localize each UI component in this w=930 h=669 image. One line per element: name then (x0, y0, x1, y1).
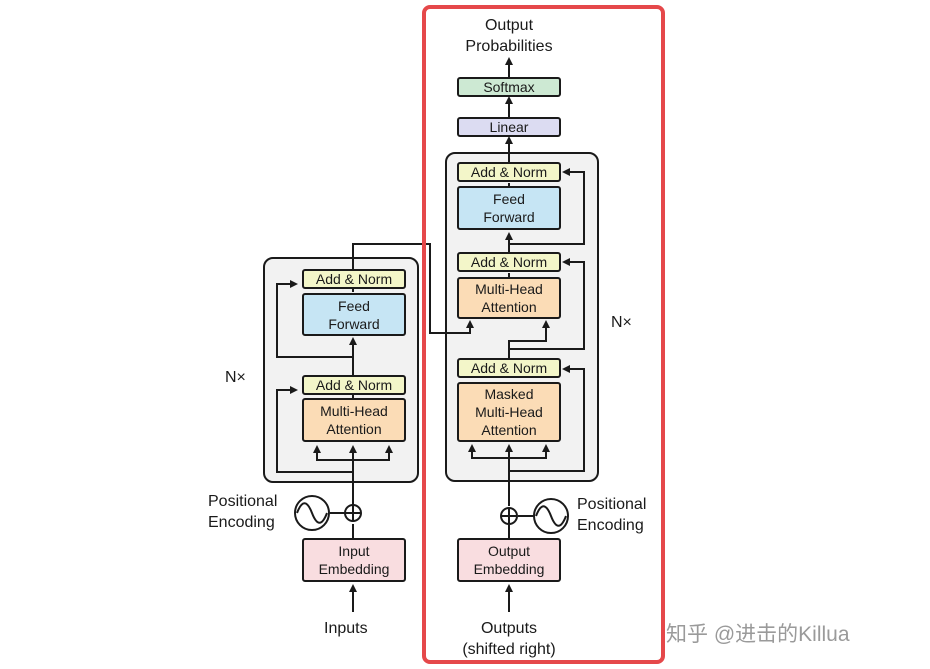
encoder-add-norm-bottom-label: Add & Norm (315, 377, 393, 393)
encoder-residual-1 (276, 386, 353, 473)
decoder-masked-attention: Masked Multi-Head Attention (457, 382, 561, 442)
encoder-positional-encoding-label: Positional Encoding (208, 491, 277, 533)
encoder-ff-line1: Feed (338, 297, 370, 314)
decoder-add-norm-bottom-label: Add & Norm (470, 360, 548, 376)
encoder-sum-node (344, 504, 362, 522)
inputs-label: Inputs (324, 618, 368, 639)
encoder-pe-line1: Positional (208, 493, 278, 510)
decoder-masked-attention-line1: Masked (484, 386, 534, 402)
input-embedding-line1: Input (338, 543, 370, 559)
output-probabilities-label: Output Probabilities (456, 15, 562, 57)
watermark: 知乎 @进击的Killua (666, 623, 850, 646)
linear-label: Linear (489, 119, 529, 135)
decoder-add-norm-bottom: Add & Norm (457, 358, 561, 378)
decoder-add-norm-top: Add & Norm (457, 162, 561, 182)
inputs-text: Inputs (324, 620, 368, 637)
decoder-feed-forward: Feed Forward (457, 186, 561, 230)
encoder-ff-line2: Forward (328, 315, 380, 332)
output-embedding-line1: Output (487, 543, 531, 559)
outputs-label: Outputs (shifted right) (456, 618, 562, 660)
output-probabilities-line2: Probabilities (465, 38, 553, 55)
decoder-cross-attention-line1: Multi-Head (475, 281, 543, 297)
decoder-add-norm-top-label: Add & Norm (470, 164, 548, 180)
encoder-positional-wave-icon (294, 495, 330, 531)
decoder-positional-encoding-label: Positional Encoding (577, 494, 646, 536)
decoder-add-norm-middle-label: Add & Norm (470, 254, 548, 270)
decoder-positional-wave-icon (533, 498, 569, 534)
decoder-sum-node (500, 507, 518, 525)
linear-block: Linear (457, 117, 561, 137)
softmax-label: Softmax (483, 79, 535, 95)
encoder-add-norm-bottom: Add & Norm (302, 375, 406, 395)
decoder-cross-attention-line2: Attention (481, 299, 537, 315)
decoder-cross-attention: Multi-Head Attention (457, 277, 561, 319)
encoder-add-norm-top: Add & Norm (302, 269, 406, 289)
output-embedding: Output Embedding (457, 538, 561, 582)
decoder-ff-line1: Feed (493, 191, 525, 207)
decoder-pe-line2: Encoding (577, 517, 644, 534)
input-embedding-line2: Embedding (318, 561, 390, 577)
encoder-to-decoder-wire (352, 243, 474, 334)
decoder-add-norm-middle: Add & Norm (457, 252, 561, 272)
encoder-mha-line2: Attention (326, 421, 382, 437)
output-probabilities-line1: Output (484, 17, 534, 34)
decoder-highlight-box (422, 5, 665, 664)
decoder-ff-line2: Forward (483, 209, 535, 225)
decoder-masked-attention-line3: Attention (481, 422, 537, 438)
decoder-nx-label: N× (611, 314, 632, 331)
output-embedding-line2: Embedding (473, 561, 545, 577)
encoder-nx-label: N× (225, 369, 246, 386)
outputs-line1: Outputs (480, 620, 538, 637)
encoder-pe-line2: Encoding (208, 514, 275, 531)
encoder-add-norm-top-label: Add & Norm (315, 271, 393, 287)
encoder-multi-head-attention: Multi-Head Attention (302, 398, 406, 442)
input-embedding: Input Embedding (302, 538, 406, 582)
decoder-pe-line1: Positional (577, 496, 647, 513)
encoder-mha-line1: Multi-Head (320, 403, 388, 419)
encoder-feed-forward: Feed Forward (302, 293, 406, 336)
outputs-line2: (shifted right) (462, 641, 556, 658)
softmax-block: Softmax (457, 77, 561, 97)
decoder-masked-attention-line2: Multi-Head (475, 404, 543, 420)
